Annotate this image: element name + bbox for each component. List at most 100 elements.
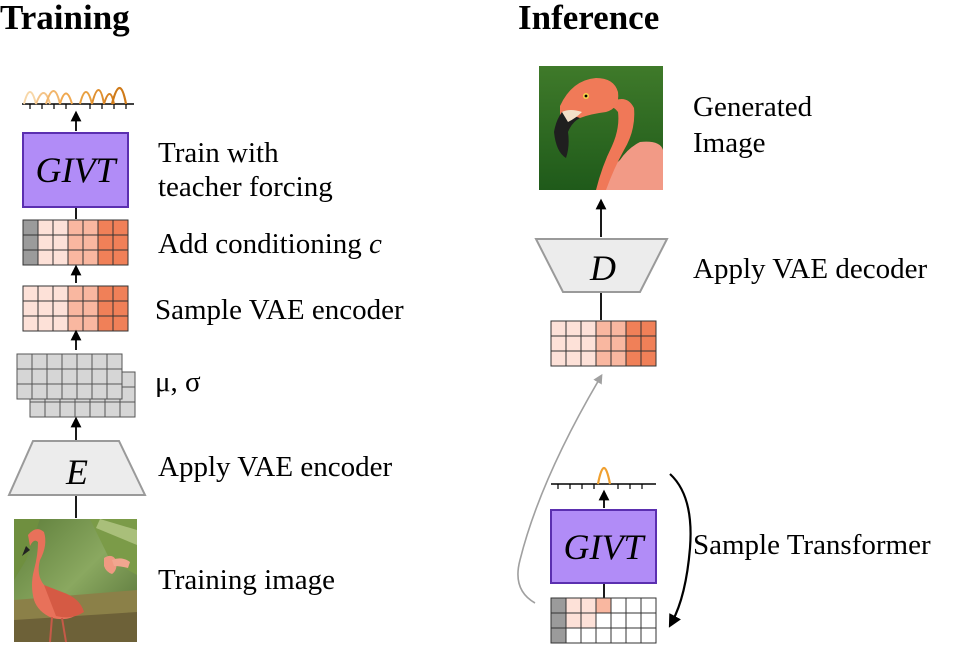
grid-cell bbox=[46, 353, 63, 370]
inference-distribution bbox=[551, 466, 656, 489]
decoder-label: D bbox=[589, 248, 616, 288]
grid-cell bbox=[16, 383, 33, 400]
grid-cell bbox=[76, 383, 93, 400]
grid-cell bbox=[640, 627, 657, 644]
step-encoder: Apply VAE encoder bbox=[158, 451, 392, 483]
grid-cell bbox=[625, 320, 642, 337]
encoder-trapezoid: E bbox=[7, 440, 147, 496]
encoder-label: E bbox=[65, 452, 88, 492]
grid-cell bbox=[595, 612, 612, 629]
grid-cell bbox=[29, 401, 46, 418]
grid-cell bbox=[580, 627, 597, 644]
grid-cell bbox=[52, 234, 69, 251]
grid-cell bbox=[595, 350, 612, 367]
grid-cell bbox=[580, 597, 597, 614]
training-distribution bbox=[22, 86, 134, 109]
step-decoder: Apply VAE decoder bbox=[693, 253, 927, 285]
grid-cell bbox=[97, 315, 114, 332]
grid-cell bbox=[112, 234, 129, 251]
grid-cell bbox=[37, 315, 54, 332]
grid-cell bbox=[37, 300, 54, 317]
grid-cell bbox=[565, 612, 582, 629]
grid-cell bbox=[550, 320, 567, 337]
grid-cell bbox=[89, 401, 106, 418]
grid-cell bbox=[91, 353, 108, 370]
grid-cell bbox=[52, 285, 69, 302]
grid-cell bbox=[106, 383, 123, 400]
grid-cell bbox=[580, 335, 597, 352]
step-image: Training image bbox=[158, 564, 335, 596]
grid-cell bbox=[97, 219, 114, 236]
grid-cell bbox=[595, 320, 612, 337]
grid-cell bbox=[97, 300, 114, 317]
grid-cell bbox=[22, 315, 39, 332]
grid-cell bbox=[16, 368, 33, 385]
generated-image bbox=[539, 66, 663, 190]
grid-cell bbox=[97, 249, 114, 266]
grid-cell bbox=[565, 335, 582, 352]
grid-cell bbox=[37, 219, 54, 236]
grid-cell bbox=[640, 350, 657, 367]
grid-cell bbox=[52, 315, 69, 332]
grid-cell bbox=[119, 401, 136, 418]
step-generated-line1: Generated bbox=[693, 91, 813, 123]
grid-cell bbox=[46, 368, 63, 385]
inference-latent-grid bbox=[550, 320, 657, 367]
grid-cell bbox=[640, 612, 657, 629]
grid-cell bbox=[104, 401, 121, 418]
grid-cell bbox=[52, 300, 69, 317]
grid-cell bbox=[61, 368, 78, 385]
grid-cell bbox=[31, 383, 48, 400]
grid-cell bbox=[97, 234, 114, 251]
grid-cell bbox=[82, 234, 99, 251]
grid-cell bbox=[44, 401, 61, 418]
grid-cell bbox=[610, 350, 627, 367]
grid-cell bbox=[31, 368, 48, 385]
inference-conditioning-grid bbox=[550, 597, 657, 644]
grid-cell bbox=[67, 234, 84, 251]
grid-cell bbox=[550, 350, 567, 367]
grid-cell bbox=[610, 597, 627, 614]
grid-cell bbox=[82, 249, 99, 266]
grid-cell bbox=[91, 383, 108, 400]
grid-cell bbox=[76, 353, 93, 370]
grid-cell bbox=[74, 401, 91, 418]
grid-cell bbox=[52, 249, 69, 266]
grid-cell bbox=[625, 597, 642, 614]
grid-cell bbox=[625, 627, 642, 644]
grid-cell bbox=[610, 320, 627, 337]
grid-cell bbox=[76, 368, 93, 385]
inference-givt-label: GIVT bbox=[564, 527, 647, 567]
grid-cell bbox=[106, 368, 123, 385]
grid-cell bbox=[91, 368, 108, 385]
grid-cell bbox=[67, 315, 84, 332]
step-train-line1: Train with bbox=[158, 137, 279, 169]
inference-givt-box: GIVT bbox=[550, 509, 657, 584]
grid-cell bbox=[67, 285, 84, 302]
grid-cell bbox=[565, 350, 582, 367]
step-musigma: μ, σ bbox=[155, 366, 201, 398]
grid-cell bbox=[595, 597, 612, 614]
grid-cell bbox=[565, 627, 582, 644]
grid-cell bbox=[550, 335, 567, 352]
grid-cell bbox=[22, 285, 39, 302]
grid-cell bbox=[82, 285, 99, 302]
grid-cell bbox=[37, 285, 54, 302]
sample-encoder-grid bbox=[22, 285, 129, 332]
grid-cell bbox=[67, 219, 84, 236]
step-transformer: Sample Transformer bbox=[693, 529, 931, 561]
gray-feedback-arrow bbox=[517, 373, 603, 604]
grid-cell bbox=[640, 335, 657, 352]
sample-loop-arrow bbox=[668, 473, 692, 628]
grid-cell bbox=[82, 300, 99, 317]
grid-cell bbox=[59, 401, 76, 418]
grid-cell bbox=[67, 300, 84, 317]
grid-cell bbox=[610, 627, 627, 644]
training-givt-label: GIVT bbox=[36, 150, 119, 190]
grid-cell bbox=[106, 353, 123, 370]
grid-cell bbox=[610, 612, 627, 629]
training-givt-box: GIVT bbox=[22, 132, 129, 208]
grid-cell bbox=[22, 300, 39, 317]
grid-cell bbox=[580, 320, 597, 337]
